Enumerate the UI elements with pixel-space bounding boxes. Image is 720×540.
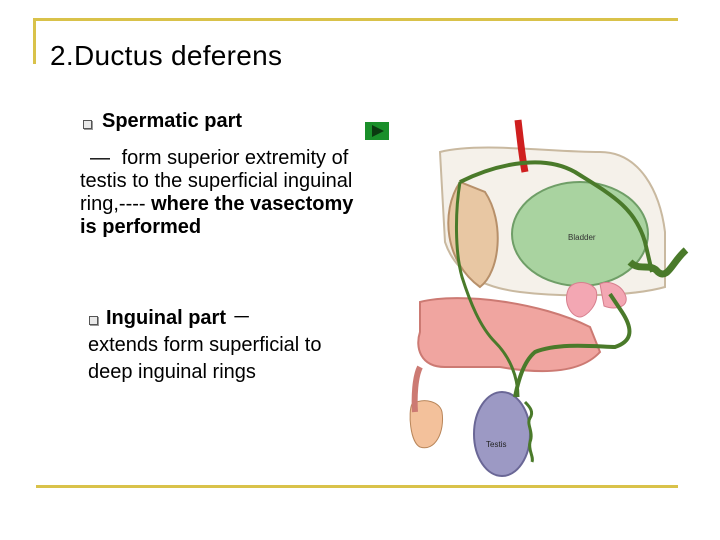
spermatic-text-bold: where the vasectomy is performed <box>80 193 354 238</box>
spermatic-heading: Spermatic part <box>102 110 243 132</box>
spermatic-text: form superior extremity of testis to the… <box>80 147 353 215</box>
spermatic-dash: — <box>90 147 110 169</box>
inguinal-dash: － <box>231 307 252 329</box>
play-icon <box>372 125 384 137</box>
play-button[interactable] <box>365 122 389 140</box>
inguinal-heading: Inguinal part <box>106 307 226 329</box>
inguinal-description: Inguinal part － extends form superficial… <box>88 305 358 386</box>
square-bullet-icon <box>83 120 92 129</box>
testis-label: Testis <box>486 440 506 449</box>
spermatic-description: — form superior extremity of testis to t… <box>80 147 370 239</box>
frame-bottom-line <box>36 485 678 488</box>
inguinal-text: extends form superficial to deep inguina… <box>88 334 322 383</box>
square-bullet-icon <box>89 316 98 325</box>
frame-left-line <box>33 18 36 64</box>
frame-top-line <box>36 18 678 21</box>
anatomy-illustration: Bladder Testis <box>400 112 700 482</box>
bladder-label: Bladder <box>568 233 596 242</box>
slide-title: 2.Ductus deferens <box>50 40 283 71</box>
